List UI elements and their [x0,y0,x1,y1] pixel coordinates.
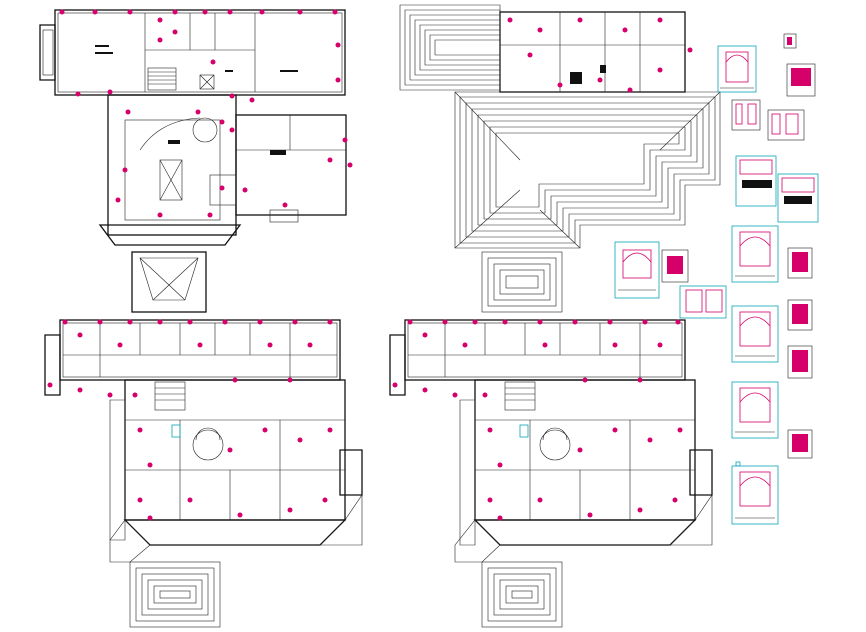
window-detail-14 [735,461,741,467]
window-detail-11 [731,381,779,439]
window-detail-2 [786,63,816,97]
window-detail-9 [787,299,813,331]
window-detail-8 [731,305,779,363]
elevation-strip-2 [777,173,819,223]
door-tag [783,33,797,49]
roof-plan [399,4,721,313]
first-floor-plan [44,319,363,628]
ground-floor-plan [39,9,353,246]
second-floor-plan [389,319,713,628]
window-detail-12 [787,429,813,459]
window-detail-7 [787,247,813,279]
detail-sheets [614,33,819,525]
window-detail-5 [679,285,727,319]
door-detail-2 [767,109,805,141]
window-detail-10 [787,345,813,379]
elevation-strip-1 [735,155,777,207]
door-detail-1 [731,99,761,131]
window-detail-3 [614,241,660,299]
window-detail-13 [731,465,779,525]
window-detail-6 [731,225,779,283]
window-detail-4 [661,249,689,283]
window-detail-1 [717,45,757,93]
ground-roof-block [131,251,207,313]
